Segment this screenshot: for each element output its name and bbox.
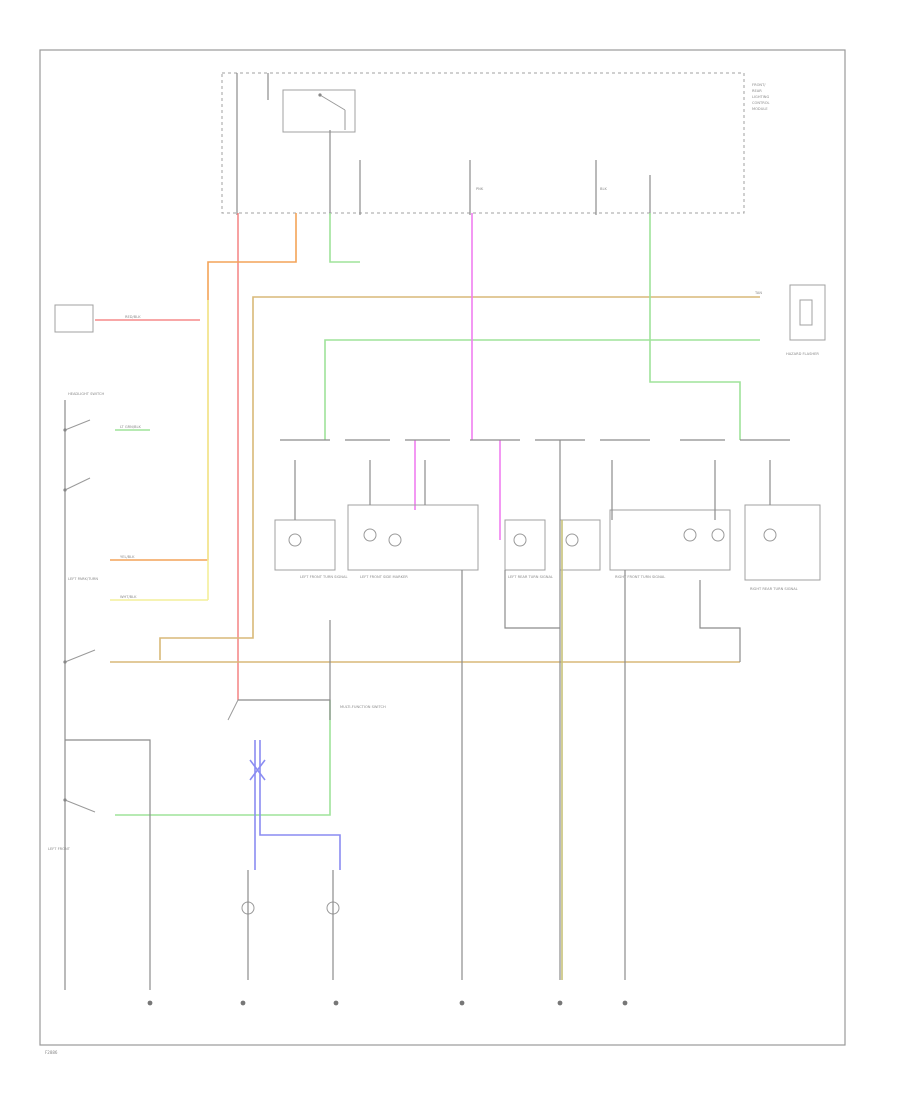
right-rear-label: RIGHT REAR TURN SIGNAL: [750, 587, 798, 591]
multifunction-switch-icon: [227, 620, 331, 721]
svg-text:FRONT/: FRONT/: [752, 83, 766, 87]
wire-label-grn: LT GRN/BLK: [120, 425, 141, 429]
lighting-control-module: [221, 72, 745, 214]
wire-label-blk: BLK: [600, 187, 607, 191]
right-front-label: RIGHT FRONT TURN SIGNAL: [615, 575, 665, 579]
fuse-box-icon: [54, 304, 94, 333]
right-front-marker-icon: [609, 509, 731, 571]
svg-text:MODULE: MODULE: [752, 107, 768, 111]
left-marker-label: LEFT FRONT SIDE MARKER: [360, 575, 408, 579]
ground-symbols: [147, 1000, 628, 1006]
module-title: FRONT/ REAR LIGHTING CONTROL MODULE: [752, 83, 770, 111]
headlight-switch-icon: [63, 400, 96, 990]
svg-text:REAR: REAR: [752, 89, 762, 93]
diagram-frame: [39, 49, 846, 1046]
turn-switch-label: LEFT PARK/TURN: [68, 577, 98, 581]
lower-lamp-left-icon: [241, 870, 255, 980]
headlight-switch-label: HEADLIGHT SWITCH: [68, 392, 104, 396]
flasher-relay-icon: [282, 89, 356, 133]
left-rear-label: LEFT REAR TURN SIGNAL: [508, 575, 553, 579]
lower-lamp-right-icon: [326, 870, 340, 980]
wire-label-pnk: PNK: [476, 187, 484, 191]
right-rear-lamp-icon: [744, 504, 821, 581]
left-turn-label: LEFT FRONT TURN SIGNAL: [300, 575, 347, 579]
left-front-lamp-icon: [274, 519, 336, 571]
figure-ref-code: F2886: [45, 1050, 58, 1055]
lamp-switch-label: LEFT FRONT: [48, 847, 71, 851]
wire-label-tan: TAN: [754, 291, 762, 295]
hazard-flasher-label: HAZARD FLASHER: [786, 352, 819, 356]
svg-text:CONTROL: CONTROL: [752, 101, 770, 105]
wire-label-wht: WHT/BLK: [120, 595, 137, 599]
svg-text:LIGHTING: LIGHTING: [752, 95, 769, 99]
twisted-pair-icon: [249, 759, 266, 781]
right-front-lamp-icon: [559, 519, 601, 571]
left-front-marker-icon: [347, 504, 479, 571]
left-rear-lamp-icon: [504, 519, 546, 571]
multifunction-switch-label: MULTI-FUNCTION SWITCH: [340, 705, 386, 709]
wire-label-yel: YEL/BLK: [120, 555, 135, 559]
wire-label-red: RED/BLK: [125, 315, 141, 319]
hazard-switch-icon: [789, 284, 826, 341]
